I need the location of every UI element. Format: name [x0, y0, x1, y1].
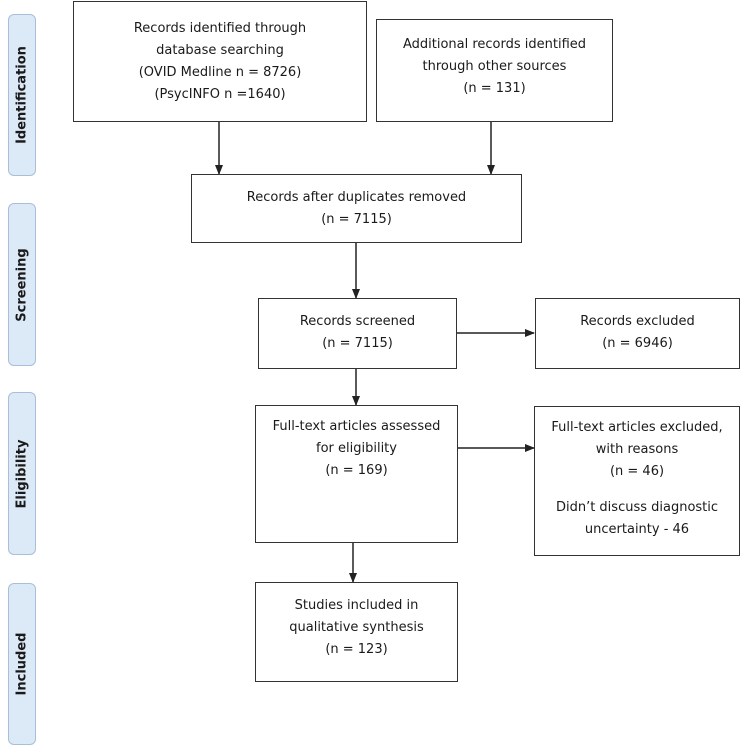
- box-records-screened: Records screened (n = 7115): [258, 298, 457, 369]
- phase-eligibility-label: Eligibility: [14, 439, 30, 508]
- phase-screening-label: Screening: [14, 247, 30, 322]
- box-duplicates-removed: Records after duplicates removed (n = 71…: [191, 174, 522, 243]
- phase-eligibility: Eligibility: [8, 392, 36, 555]
- box-studies-included: Studies included in qualitative synthesi…: [255, 582, 458, 682]
- box-fulltext-assessed: Full-text articles assessed for eligibil…: [255, 405, 458, 543]
- records-screened-line2: (n = 7115): [322, 336, 393, 351]
- phase-included: Included: [8, 583, 36, 745]
- duplicates-removed-line2: (n = 7115): [321, 212, 392, 227]
- fulltext-assessed-line3: (n = 169): [325, 463, 388, 478]
- studies-included-line3: (n = 123): [325, 642, 388, 657]
- box-other-sources: Additional records identified through ot…: [376, 19, 613, 122]
- box-database-records: Records identified through database sear…: [73, 1, 367, 122]
- fulltext-assessed-line2: for eligibility: [316, 441, 397, 456]
- fulltext-excluded-line1: Full-text articles excluded,: [551, 420, 723, 435]
- fulltext-excluded-line4: Didn’t discuss diagnostic: [555, 500, 719, 515]
- other-sources-line1: Additional records identified: [402, 37, 587, 52]
- database-records-line1: Records identified through: [133, 20, 307, 36]
- other-sources-line2: through other sources: [422, 59, 567, 74]
- database-records-line4: (PsycINFO n =1640): [154, 86, 286, 102]
- phase-identification: Identification: [8, 14, 36, 176]
- box-records-excluded: Records excluded (n = 6946): [535, 298, 740, 369]
- records-excluded-line2: (n = 6946): [602, 336, 673, 351]
- fulltext-excluded-line3: (n = 46): [609, 464, 665, 479]
- fulltext-assessed-line1: Full-text articles assessed: [272, 419, 441, 434]
- phase-screening: Screening: [8, 203, 36, 366]
- box-fulltext-excluded: Full-text articles excluded, with reason…: [534, 406, 740, 556]
- studies-included-line2: qualitative synthesis: [289, 620, 424, 635]
- records-excluded-line1: Records excluded: [580, 314, 695, 329]
- database-records-line2: database searching: [156, 42, 284, 58]
- records-screened-line1: Records screened: [299, 314, 416, 329]
- phase-included-label: Included: [14, 632, 30, 696]
- fulltext-excluded-line2: with reasons: [595, 442, 679, 457]
- studies-included-line1: Studies included in: [294, 598, 419, 613]
- duplicates-removed-line1: Records after duplicates removed: [246, 190, 467, 205]
- database-records-line3: (OVID Medline n = 8726): [138, 64, 302, 80]
- other-sources-line3: (n = 131): [463, 81, 526, 96]
- phase-identification-label: Identification: [14, 46, 30, 144]
- fulltext-excluded-line5: uncertainty - 46: [584, 522, 690, 537]
